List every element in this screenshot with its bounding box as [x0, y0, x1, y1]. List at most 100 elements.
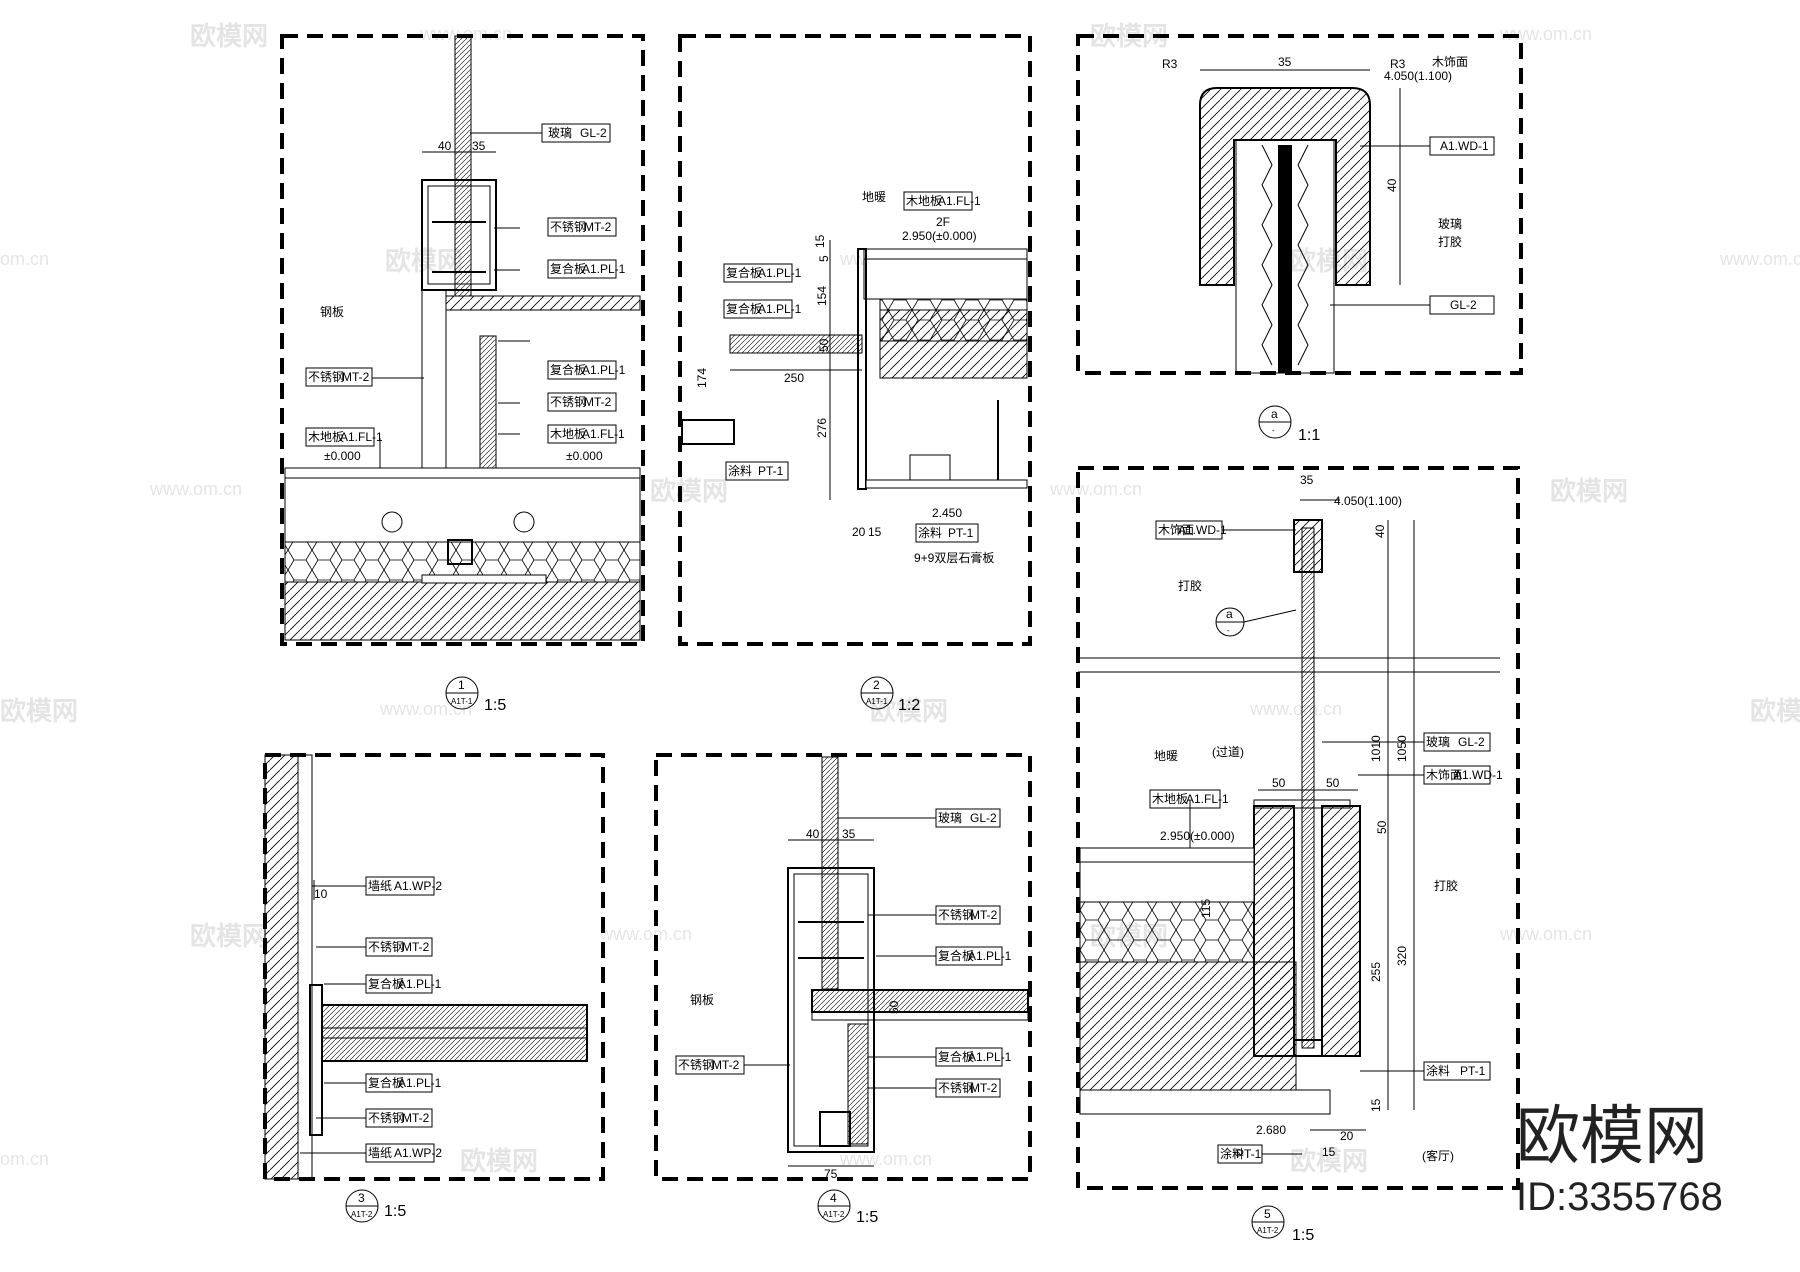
- svg-text:A1.FL-1: A1.FL-1: [938, 194, 981, 208]
- wood-cap: [1199, 87, 1371, 286]
- svg-text:复合板: 复合板: [726, 301, 762, 316]
- dim-text: 40: [1385, 178, 1399, 192]
- note-text: 打胶: [1434, 878, 1458, 893]
- dim-text: 20: [852, 525, 866, 539]
- material-tag: 涂料 PT-1: [1423, 1061, 1491, 1081]
- watermark-logo: 欧模网: [650, 476, 728, 506]
- material-tag: 复合板 A1.PL-1: [935, 946, 1012, 966]
- heating-pipe: [513, 511, 535, 533]
- svg-text:木地板: 木地板: [1152, 792, 1188, 806]
- material-tag: 不锈钢 MT-2: [935, 1078, 1001, 1098]
- material-tag: 复合板 A1.PL-1: [365, 974, 442, 994]
- svg-text:GL-2: GL-2: [970, 811, 997, 825]
- svg-text:复合板: 复合板: [550, 362, 586, 377]
- detail-bubble: a -: [1258, 405, 1292, 439]
- dim-text: 320: [1395, 946, 1409, 966]
- note-text: 打胶: [1178, 578, 1202, 593]
- svg-text:不锈钢: 不锈钢: [368, 1111, 404, 1125]
- svg-text:PT-1: PT-1: [948, 526, 974, 540]
- material-tag: 玻璃 GL-2: [935, 808, 1001, 828]
- note-text: (客厅): [1422, 1148, 1454, 1163]
- screed-layer: [1079, 861, 1255, 903]
- dim-text: R3: [1390, 57, 1406, 71]
- svg-text:GL-2: GL-2: [1450, 298, 1477, 312]
- watermark-logo: 欧模网: [0, 696, 78, 726]
- watermark-url: www.om.cn: [1499, 24, 1592, 44]
- svg-text:玻璃: 玻璃: [548, 126, 572, 140]
- watermark-url: www.om.cn: [1719, 249, 1800, 269]
- screed-layer: [863, 258, 1028, 300]
- material-tag: 涂料 PT-1: [915, 523, 979, 543]
- material-tag: 玻璃 GL-2: [541, 123, 611, 143]
- detail-5: 35 40 1010 1050 50 50 50 115 320 255 15 …: [1076, 466, 1520, 1244]
- svg-text:复合板: 复合板: [938, 948, 974, 963]
- svg-text:复合板: 复合板: [368, 1075, 404, 1090]
- screed-layer: [284, 477, 641, 543]
- svg-text:木地板: 木地板: [550, 427, 586, 441]
- svg-text:MT-2: MT-2: [402, 1111, 430, 1125]
- detail-frame: [1076, 466, 1520, 1190]
- svg-text:不锈钢: 不锈钢: [550, 395, 586, 409]
- svg-text:墙纸: 墙纸: [368, 879, 392, 893]
- composite-panel: [847, 1023, 869, 1145]
- level-mark: 2.950(±0.000): [1160, 829, 1235, 843]
- dim-text: 1010: [1369, 735, 1383, 762]
- watermark-url: om.cn: [0, 1149, 49, 1169]
- slab-layer: [1079, 961, 1297, 1091]
- svg-text:1: 1: [458, 678, 465, 692]
- base-plate: [421, 574, 547, 584]
- floor-finish: [1079, 847, 1255, 863]
- glass-panel: [1301, 527, 1315, 1049]
- note-text: 9+9双层石膏板: [914, 550, 994, 565]
- svg-text:玻璃: 玻璃: [1426, 735, 1450, 749]
- level-mark: 4.050(1.100): [1384, 69, 1452, 83]
- svg-text:A1.PL-1: A1.PL-1: [968, 1050, 1012, 1064]
- svg-text:MT-2: MT-2: [584, 395, 612, 409]
- post: [421, 289, 447, 469]
- svg-text:GL-2: GL-2: [1458, 735, 1485, 749]
- scale-label: 1:5: [484, 697, 506, 714]
- level-mark: ±0.000: [324, 449, 361, 463]
- svg-text:木地板: 木地板: [906, 194, 942, 208]
- svg-text:不锈钢: 不锈钢: [938, 1081, 974, 1095]
- dim-text: 5: [817, 255, 831, 262]
- brand-block: 欧模网 ID:3355768: [1516, 1100, 1723, 1219]
- note-text: 地暖: [862, 190, 886, 204]
- floor-finish: [284, 467, 641, 479]
- scale-label: 1:5: [856, 1209, 878, 1226]
- dim-text: 174: [695, 368, 709, 388]
- dim-text: 115: [1199, 899, 1213, 918]
- watermark-logo: 欧模网: [1750, 696, 1800, 726]
- svg-text:玻璃: 玻璃: [938, 811, 962, 825]
- level-mark: 2.450: [932, 506, 962, 520]
- svg-text:复合板: 复合板: [550, 261, 586, 276]
- svg-text:A1T-1: A1T-1: [451, 697, 473, 706]
- steel-plate: [445, 295, 641, 311]
- composite-panel: [479, 335, 497, 469]
- level-mark: 2.680: [1256, 1123, 1286, 1137]
- dim-text: 50: [817, 338, 831, 352]
- dim-text: 35: [842, 827, 856, 841]
- note-text: (过道): [1212, 745, 1244, 759]
- dim-text: 50: [1326, 776, 1340, 790]
- detail-frame: [678, 34, 1032, 646]
- steel-clamp: [421, 179, 497, 291]
- material-tag: 不锈钢 MT-2: [365, 937, 433, 957]
- material-tag: 木地板 A1.FL-1: [1149, 789, 1229, 809]
- svg-text:A1T-2: A1T-2: [823, 1210, 845, 1219]
- dim-text: 40: [438, 139, 452, 153]
- detail-bubble: 5 A1T-2: [1251, 1205, 1285, 1239]
- shelf-panel: [321, 1004, 588, 1062]
- svg-text:a: a: [1226, 607, 1233, 621]
- section-tube: [681, 419, 735, 445]
- svg-text:A1.FL-1: A1.FL-1: [582, 427, 625, 441]
- detail-3: 10 墙纸 A1.WP-2 不锈钢 MT-2 复合板 A1.PL-1 复合板 A…: [263, 753, 605, 1223]
- watermark-logo: 欧模网: [190, 21, 268, 51]
- svg-text:A1.FL-1: A1.FL-1: [1186, 792, 1229, 806]
- svg-text:GL-2: GL-2: [580, 126, 607, 140]
- heating-pipe: [381, 511, 403, 533]
- dim-text: 75: [824, 1167, 838, 1181]
- material-tag: 不锈钢 MT-2: [935, 905, 1001, 925]
- steel-clamp-inner: [427, 185, 491, 285]
- svg-text:MT-2: MT-2: [402, 940, 430, 954]
